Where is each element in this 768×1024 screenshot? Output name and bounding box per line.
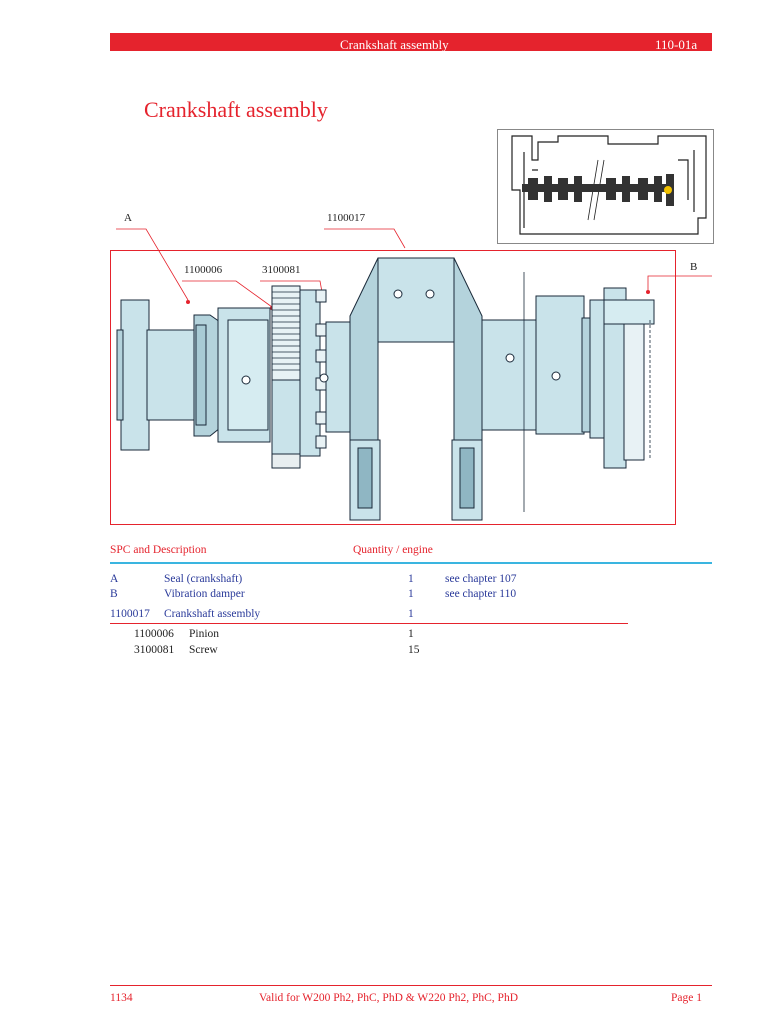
- table-row-b-note-link[interactable]: see chapter 110: [445, 588, 517, 600]
- engine-overview-drawing: [511, 135, 707, 235]
- header-title: Crankshaft assembly: [340, 37, 449, 52]
- page-title: Crankshaft assembly: [144, 97, 328, 122]
- column-header-spc-description: SPC and Description: [110, 544, 207, 556]
- table-row-assembly-quantity: 1: [408, 608, 414, 620]
- footer-rule: [110, 985, 712, 986]
- table-row-assembly-description: Crankshaft assembly: [164, 608, 261, 620]
- callout-assembly-label: 1100017: [327, 212, 366, 224]
- footer-validity: Valid for W200 Ph2, PhC, PhD & W220 Ph2,…: [259, 992, 518, 1004]
- table-row-assembly-spc: 1100017: [110, 608, 150, 620]
- table-row-a-description: Seal (crankshaft): [164, 573, 243, 585]
- callout-screw-label: 3100081: [262, 264, 301, 276]
- table-row-pinion-spc: 1100006: [134, 628, 174, 640]
- header-bar: [110, 33, 712, 51]
- table-row-b-spc: B: [110, 588, 118, 600]
- table-row-a-spc: A: [110, 573, 119, 585]
- footer-doc-number: 1134: [110, 992, 133, 1004]
- crankshaft-diagram-frame: [110, 250, 676, 525]
- table-header-rule: [110, 562, 712, 564]
- callout-b-label: B: [690, 261, 698, 273]
- footer-page-number: Page 1: [671, 992, 702, 1004]
- column-header-quantity: Quantity / engine: [353, 544, 433, 556]
- table-row-pinion-quantity: 1: [408, 628, 414, 640]
- callout-a-label: A: [124, 212, 132, 224]
- table-row-screw-description: Screw: [189, 644, 218, 656]
- table-row-b-quantity: 1: [408, 588, 414, 600]
- table-group-rule: [110, 623, 628, 624]
- callout-pinion-label: 1100006: [184, 264, 223, 276]
- table-row-screw-spc: 3100081: [134, 644, 175, 656]
- engine-overview-thumbnail: [497, 129, 714, 244]
- header-chapter-code: 110-01a: [655, 37, 698, 52]
- table-row-pinion-description: Pinion: [189, 628, 220, 640]
- table-row-screw-quantity: 15: [408, 644, 420, 656]
- table-row-a-note-link[interactable]: see chapter 107: [445, 573, 517, 585]
- table-row-b-description: Vibration damper: [164, 588, 245, 600]
- table-row-a-quantity: 1: [408, 573, 414, 585]
